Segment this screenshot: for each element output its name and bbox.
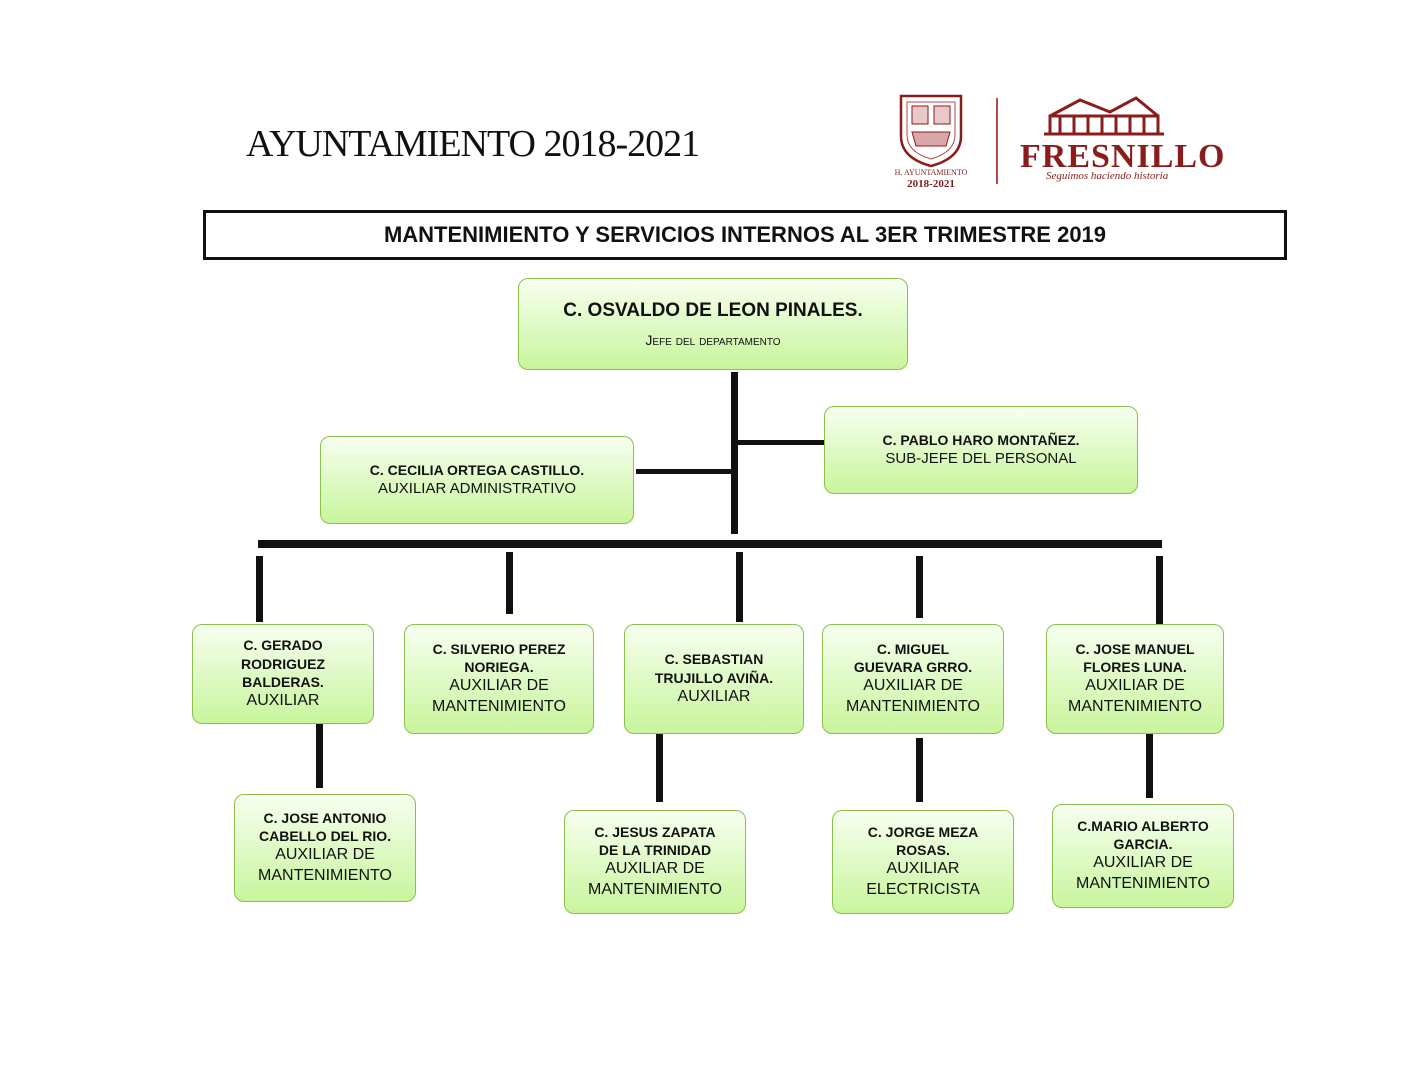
connector-sub-2 [656, 734, 663, 802]
node-role: AUXILIAR [677, 687, 751, 705]
node-deputy-chief: C. PABLO HARO MONTAÑEZ. SUB-JEFE DEL PER… [824, 406, 1138, 494]
node-name: C. SILVERIO PEREZ NORIEGA. [432, 641, 566, 676]
node-role: Jefe del departamento [645, 332, 781, 349]
node-name: C. MIGUEL GUEVARA GRRO. [853, 641, 973, 676]
connector-staff-4 [916, 556, 923, 618]
connector-right-assistant [738, 440, 824, 445]
node-role: AUXILIAR DE MANTENIMIENTO [846, 677, 980, 716]
connector-main-vertical [731, 372, 738, 534]
node-role: AUXILIAR DE MANTENIMIENTO [588, 860, 722, 899]
node-sub-staff: C. JORGE MEZA ROSAS. AUXILIAR ELECTRICIS… [832, 810, 1014, 914]
node-name: C. OSVALDO DE LEON PINALES. [563, 299, 863, 321]
node-staff: C. SEBASTIAN TRUJILLO AVIÑA. AUXILIAR [624, 624, 804, 734]
building-icon [1044, 96, 1164, 136]
connector-sub-1 [316, 724, 323, 788]
node-name: C. JOSE ANTONIO CABELLO DEL RIO. [259, 810, 391, 845]
node-sub-staff: C. JOSE ANTONIO CABELLO DEL RIO. AUXILIA… [234, 794, 416, 902]
municipal-seal-icon [899, 94, 963, 168]
node-name: C. JORGE MEZA ROSAS. [867, 824, 979, 859]
node-name: C. JOSE MANUEL FLORES LUNA. [1075, 641, 1195, 676]
page-title: AYUNTAMIENTO 2018-2021 [246, 123, 700, 165]
node-admin-assistant: C. CECILIA ORTEGA CASTILLO. AUXILIAR ADM… [320, 436, 634, 524]
connector-staff-1 [256, 556, 263, 622]
seal-years: 2018-2021 [907, 178, 955, 190]
node-role: AUXILIAR ADMINISTRATIVO [377, 480, 577, 498]
brand-tagline: Seguimos haciendo historia [1046, 170, 1169, 182]
connector-horizontal-bus [258, 540, 1162, 548]
node-name: C.MARIO ALBERTO GARCIA. [1077, 818, 1209, 853]
node-name: C. JESUS ZAPATA DE LA TRINIDAD [594, 824, 716, 859]
node-sub-staff: C.MARIO ALBERTO GARCIA. AUXILIAR DE MANT… [1052, 804, 1234, 908]
node-sub-staff: C. JESUS ZAPATA DE LA TRINIDAD AUXILIAR … [564, 810, 746, 914]
connector-left-assistant [636, 469, 731, 474]
node-role: SUB-JEFE DEL PERSONAL [885, 450, 1077, 468]
node-role: AUXILIAR ELECTRICISTA [866, 860, 980, 899]
node-role: AUXILIAR DE MANTENIMIENTO [1076, 854, 1210, 893]
connector-sub-4 [1146, 734, 1153, 798]
node-name: C. SEBASTIAN TRUJILLO AVIÑA. [654, 651, 774, 686]
logo-divider [996, 98, 998, 184]
section-banner: MANTENIMIENTO Y SERVICIOS INTERNOS AL 3E… [203, 210, 1287, 260]
node-role: AUXILIAR DE MANTENIMIENTO [432, 677, 566, 716]
connector-sub-3 [916, 738, 923, 802]
node-name: C. PABLO HARO MONTAÑEZ. [882, 432, 1080, 449]
connector-staff-5 [1156, 556, 1163, 624]
node-staff: C. MIGUEL GUEVARA GRRO. AUXILIAR DE MANT… [822, 624, 1004, 734]
connector-staff-3 [736, 552, 743, 622]
brand-name: FRESNILLO [1020, 138, 1226, 175]
node-staff: C. SILVERIO PEREZ NORIEGA. AUXILIAR DE M… [404, 624, 594, 734]
connector-staff-2 [506, 552, 513, 614]
node-staff: C. JOSE MANUEL FLORES LUNA. AUXILIAR DE … [1046, 624, 1224, 734]
node-name: C. CECILIA ORTEGA CASTILLO. [369, 462, 585, 479]
node-department-head: C. OSVALDO DE LEON PINALES. Jefe del dep… [518, 278, 908, 370]
node-role: AUXILIAR DE MANTENIMIENTO [1068, 677, 1202, 716]
node-role: AUXILIAR DE MANTENIMIENTO [258, 846, 392, 885]
seal-caption: H. AYUNTAMIENTO [894, 168, 968, 177]
node-name: C. GERADO RODRIGUEZ BALDERAS. [241, 637, 325, 690]
node-role: AUXILIAR [246, 691, 320, 709]
node-staff: C. GERADO RODRIGUEZ BALDERAS. AUXILIAR [192, 624, 374, 724]
